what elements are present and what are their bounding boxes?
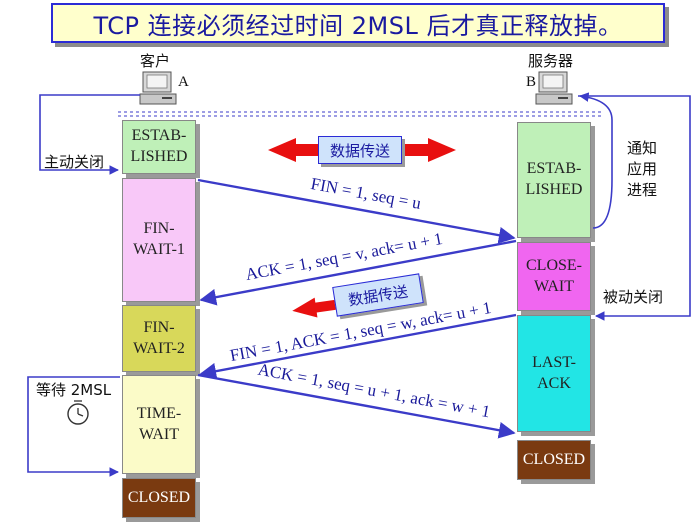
server-label: 服务器: [528, 52, 574, 70]
server-state-closed: CLOSED: [517, 440, 591, 480]
clock-icon: [67, 400, 89, 425]
server-state-label: CLOSE- WAIT: [526, 256, 582, 295]
data-transfer-box: 数据传送: [318, 136, 402, 164]
client-label: 客户: [140, 52, 171, 70]
notify-app-label: 通知 应用 进程: [627, 139, 658, 199]
data-transfer-label: 数据传送: [347, 281, 410, 310]
active-close-label: 主动关闭: [44, 153, 105, 171]
computer-icon: [139, 71, 177, 105]
server-letter: B: [526, 74, 537, 90]
fin-arrow: [197, 178, 516, 244]
server-state-label: LAST- ACK: [532, 353, 576, 392]
client-state-label: ESTAB- LISHED: [130, 127, 188, 165]
data-transfer-label: 数据传送: [329, 141, 390, 160]
server-state-last-ack: LAST- ACK: [517, 315, 591, 432]
wait-2msl-bracket: [27, 376, 120, 477]
notify-app-curve: [579, 92, 613, 229]
computer-icon: [535, 71, 573, 105]
wait-2msl-label: 等待 2MSL: [36, 381, 112, 399]
passive-close-label: 被动关闭: [603, 288, 664, 306]
client-state-label: FIN- WAIT-2: [133, 318, 185, 357]
client-state-label: TIME- WAIT: [136, 404, 182, 443]
client-state-fin-wait-1: FIN- WAIT-1: [122, 178, 196, 302]
client-state-established: ESTAB- LISHED: [122, 120, 196, 174]
passive-close-bracket: [578, 95, 691, 321]
client-letter: A: [178, 74, 189, 90]
fin-ack-arrow: [199, 313, 517, 380]
title-banner: TCP 连接必须经过时间 2MSL 后才真正释放掉。: [51, 3, 665, 43]
ack-arrow: [199, 239, 517, 306]
server-state-established: ESTAB- LISHED: [517, 122, 591, 238]
client-state-label: FIN- WAIT-1: [133, 220, 185, 258]
final-ack-arrow: [197, 373, 516, 439]
client-state-closed: CLOSED: [122, 478, 196, 518]
client-state-time-wait: TIME- WAIT: [122, 375, 196, 474]
server-state-label: ESTAB- LISHED: [525, 160, 583, 198]
page-title: TCP 连接必须经过时间 2MSL 后才真正释放掉。: [93, 11, 623, 40]
server-state-label: CLOSED: [522, 450, 586, 468]
server-state-close-wait: CLOSE- WAIT: [517, 242, 591, 311]
client-state-fin-wait-2: FIN- WAIT-2: [122, 305, 196, 372]
client-state-label: CLOSED: [127, 488, 191, 506]
active-close-bracket: [39, 94, 140, 175]
